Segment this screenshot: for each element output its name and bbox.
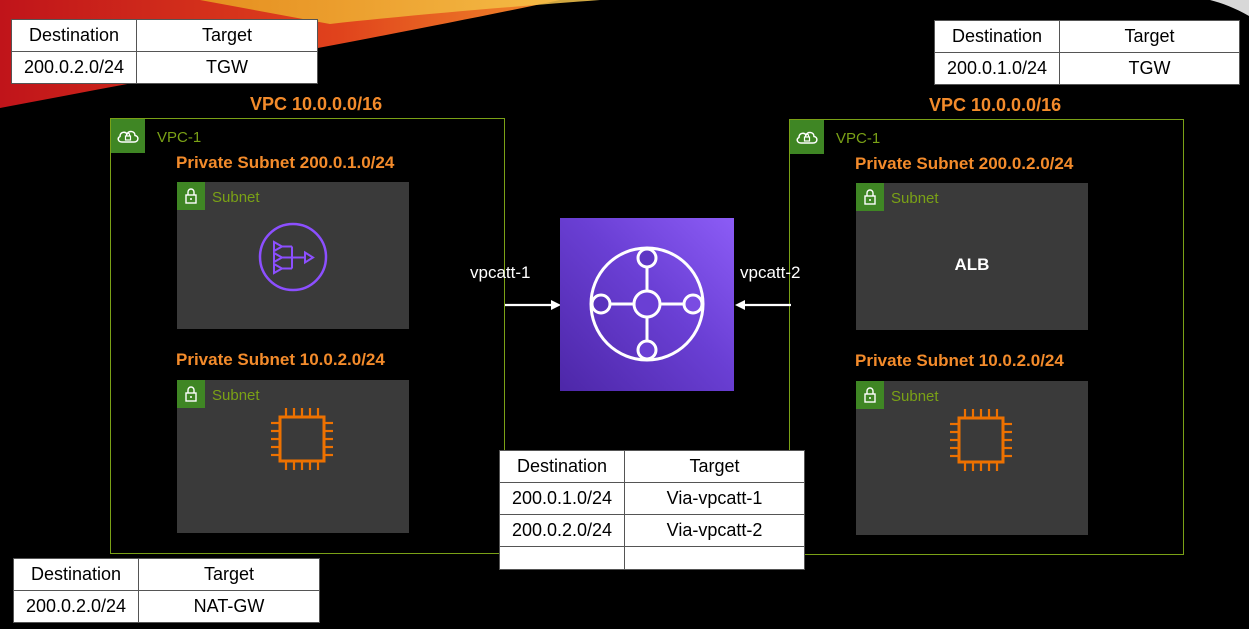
subnet-name: Subnet [891,190,939,207]
vpc-name: VPC-1 [836,130,881,147]
table-row: 200.0.2.0/24 NAT-GW [13,590,320,623]
column-header-target: Target [138,558,320,591]
column-header-target: Target [136,19,318,52]
subnet-name: Subnet [212,387,260,404]
right-vpc-cidr-label: VPC 10.0.0.0/16 [929,95,1062,115]
destination-cell: 200.0.2.0/24 [13,590,139,623]
subnet-box: Subnet [177,380,409,533]
destination-cell: 200.0.1.0/24 [934,52,1060,85]
route-table-tgw: Destination Target 200.0.1.0/24 Via-vpca… [499,450,805,570]
ec2-instance-icon [271,408,333,470]
table-row: 200.0.1.0/24 Via-vpcatt-1 [499,482,805,515]
subnet-box: Subnet ALB [856,183,1088,330]
destination-cell: 200.0.1.0/24 [499,482,625,515]
empty-cell [499,546,625,570]
destination-cell: 200.0.2.0/24 [11,51,137,84]
column-header-target: Target [1059,20,1240,53]
table-row: 200.0.2.0/24 TGW [11,51,318,84]
empty-cell [624,546,805,570]
target-cell: Via-vpcatt-2 [624,514,805,547]
left-vpc-cidr-label: VPC 10.0.0.0/16 [250,94,383,114]
route-table-bottom-left: Destination Target 200.0.2.0/24 NAT-GW [13,558,320,623]
arrow-left-icon [735,300,791,310]
column-header-destination: Destination [11,19,137,52]
subnet-title: Private Subnet 200.0.2.0/24 [855,154,1074,173]
arrow-right-icon [505,300,561,310]
subnet-lock-icon [177,182,205,210]
column-header-destination: Destination [13,558,139,591]
table-row [499,546,805,570]
alb-label: ALB [954,255,990,274]
target-cell: Via-vpcatt-1 [624,482,805,515]
subnet-title: Private Subnet 200.0.1.0/24 [176,153,395,172]
transit-gateway-icon [589,246,705,362]
subnet-name: Subnet [891,388,939,405]
vpc-name: VPC-1 [157,129,202,146]
subnet-lock-icon [856,183,884,211]
subnet-title: Private Subnet 10.0.2.0/24 [176,350,385,369]
left-vpc-container: VPC-1 Private Subnet 200.0.1.0/24 Subnet… [110,118,505,554]
subnet-name: Subnet [212,189,260,206]
destination-cell: 200.0.2.0/24 [499,514,625,547]
vpc-attachment-1-label: vpcatt-1 [470,263,531,282]
column-header-destination: Destination [934,20,1060,53]
right-vpc-container: VPC-1 Private Subnet 200.0.2.0/24 Subnet… [789,119,1184,555]
target-cell: TGW [136,51,318,84]
target-cell: NAT-GW [138,590,320,623]
ec2-instance-icon [950,409,1012,471]
column-header-destination: Destination [499,450,625,483]
subnet-box: Subnet [856,381,1088,535]
table-row: 200.0.1.0/24 TGW [934,52,1240,85]
transit-gateway-box [560,218,734,391]
column-header-target: Target [624,450,805,483]
table-row: 200.0.2.0/24 Via-vpcatt-2 [499,514,805,547]
subnet-lock-icon [177,380,205,408]
vpc-cloud-lock-icon [790,120,824,154]
subnet-box: Subnet [177,182,409,329]
subnet-lock-icon [856,381,884,409]
nat-gateway-icon [258,222,328,292]
route-table-top-right: Destination Target 200.0.1.0/24 TGW [934,20,1240,85]
route-table-top-left: Destination Target 200.0.2.0/24 TGW [11,19,318,84]
subnet-title: Private Subnet 10.0.2.0/24 [855,351,1064,370]
vpc-attachment-2-label: vpcatt-2 [740,263,801,282]
vpc-cloud-lock-icon [111,119,145,153]
target-cell: TGW [1059,52,1240,85]
